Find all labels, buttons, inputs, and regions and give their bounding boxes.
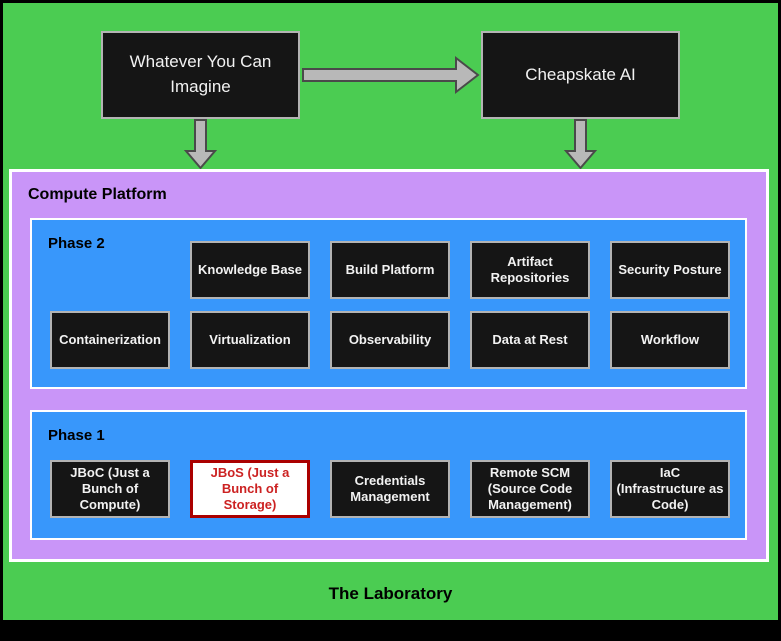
node-containerization: Containerization (50, 311, 170, 369)
node-jboc: JBoC (Just a Bunch of Compute) (50, 460, 170, 518)
node-virtualization: Virtualization (190, 311, 310, 369)
node-build-platform: Build Platform (330, 241, 450, 299)
node-knowledge-base: Knowledge Base (190, 241, 310, 299)
node-jbos-highlighted: JBoS (Just a Bunch of Storage) (190, 460, 310, 518)
node-security-posture: Security Posture (610, 241, 730, 299)
phase-1-container: Phase 1 JBoC (Just a Bunch of Compute) J… (30, 410, 747, 540)
phase-2-container: Phase 2 Knowledge Base Build Platform Ar… (30, 218, 747, 389)
phase-2-title: Phase 2 (48, 235, 105, 252)
node-iac: IaC (Infrastructure as Code) (610, 460, 730, 518)
diagram-title: The Laboratory (328, 584, 453, 603)
node-whatever-you-can-imagine: Whatever You Can Imagine (101, 31, 300, 119)
compute-platform-container: Compute Platform Phase 2 Knowledge Base … (9, 169, 769, 562)
phase-1-title: Phase 1 (48, 427, 105, 444)
node-cheapskate-ai: Cheapskate AI (481, 31, 680, 119)
node-remote-scm: Remote SCM (Source Code Management) (470, 460, 590, 518)
compute-platform-title: Compute Platform (28, 186, 167, 203)
node-data-at-rest: Data at Rest (470, 311, 590, 369)
node-workflow: Workflow (610, 311, 730, 369)
node-credentials-management: Credentials Management (330, 460, 450, 518)
node-artifact-repositories: Artifact Repositories (470, 241, 590, 299)
node-observability: Observability (330, 311, 450, 369)
